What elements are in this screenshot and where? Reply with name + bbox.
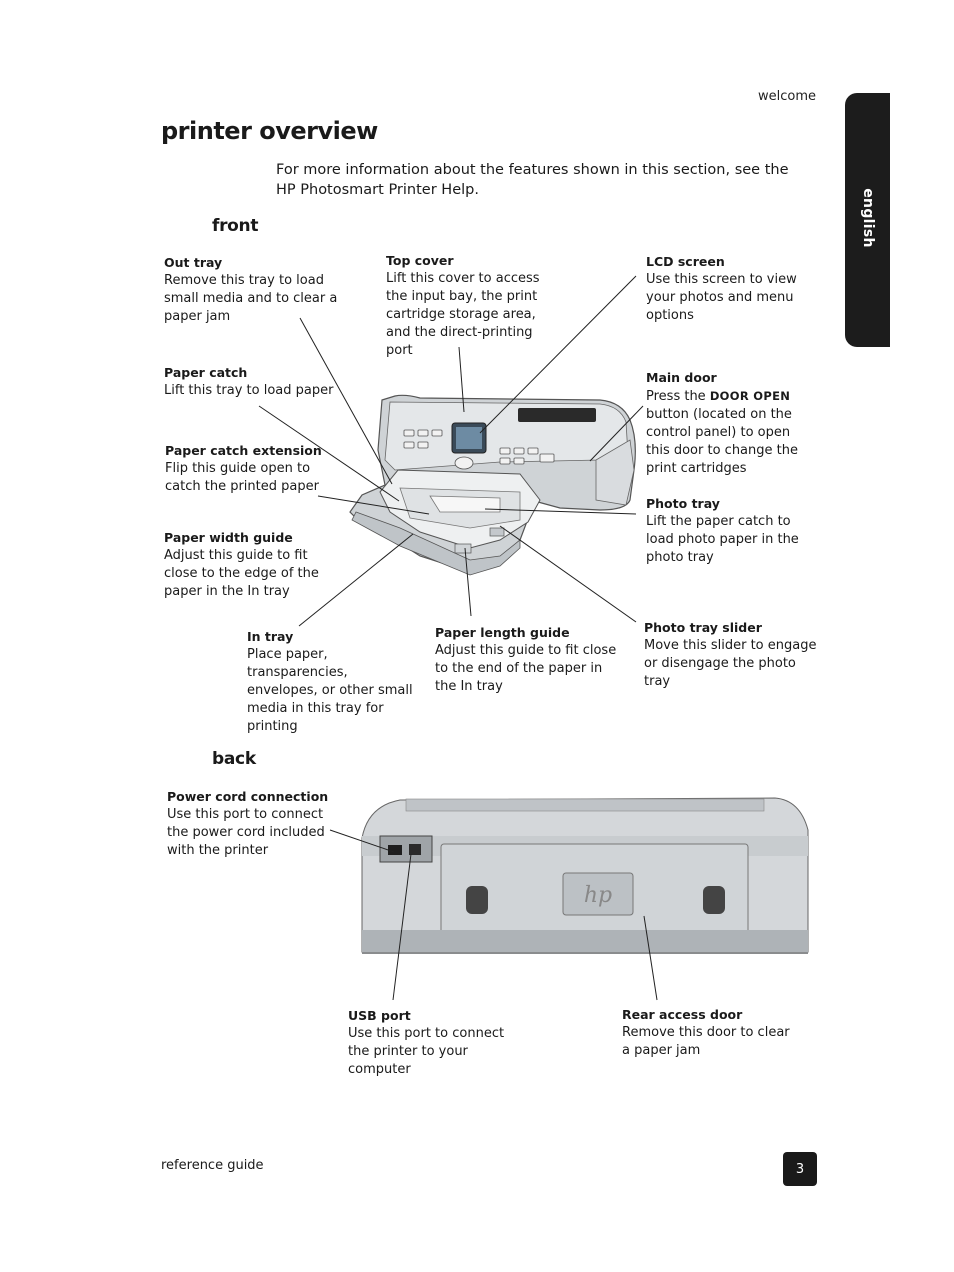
svg-text:hp: hp bbox=[584, 883, 612, 908]
callout-text: Use this port to connect the printer to … bbox=[348, 1026, 505, 1077]
page-title: printer overview bbox=[161, 117, 378, 145]
callout-text-before: Press the bbox=[646, 389, 710, 404]
callout-text: Flip this guide open to catch the printe… bbox=[165, 461, 319, 494]
callout-photo-tray-slider: Photo tray slider Move this slider to en… bbox=[644, 619, 824, 691]
callout-text: Lift the paper catch to load photo paper… bbox=[646, 514, 799, 565]
callout-title: Top cover bbox=[386, 253, 454, 268]
callout-title: Out tray bbox=[164, 255, 223, 270]
intro-text: For more information about the features … bbox=[276, 162, 789, 198]
callout-text: Remove this door to clear a paper jam bbox=[622, 1025, 790, 1058]
callout-paper-length-guide: Paper length guide Adjust this guide to … bbox=[435, 624, 620, 696]
callout-title: Photo tray slider bbox=[644, 620, 762, 635]
callout-text: Lift this cover to access the input bay,… bbox=[386, 271, 540, 358]
callout-title: USB port bbox=[348, 1008, 411, 1023]
callout-title: Paper catch bbox=[164, 365, 248, 380]
callout-in-tray: In tray Place paper, transparencies, env… bbox=[247, 628, 417, 736]
callout-text: Place paper, transparencies, envelopes, … bbox=[247, 647, 413, 734]
printer-back-image: hp bbox=[361, 797, 809, 954]
callout-paper-catch-extension: Paper catch extension Flip this guide op… bbox=[165, 442, 340, 496]
callout-title: Photo tray bbox=[646, 496, 720, 511]
printer-front-image bbox=[349, 394, 636, 576]
callout-title: LCD screen bbox=[646, 254, 725, 269]
callout-title: Power cord connection bbox=[167, 789, 329, 804]
door-open-button-name: Door Open bbox=[709, 389, 791, 403]
page-number: 3 bbox=[783, 1152, 817, 1186]
callout-title: Paper length guide bbox=[435, 625, 570, 640]
language-tab: english bbox=[845, 93, 890, 347]
callout-text: Adjust this guide to fit close to the ed… bbox=[164, 548, 319, 599]
callout-top-cover: Top cover Lift this cover to access the … bbox=[386, 252, 561, 360]
leader-lines bbox=[258, 275, 658, 1001]
footer-text: reference guide bbox=[161, 1158, 264, 1173]
callout-paper-width-guide: Paper width guide Adjust this guide to f… bbox=[164, 529, 334, 601]
callout-text: Use this screen to view your photos and … bbox=[646, 272, 797, 323]
back-heading: back bbox=[212, 749, 256, 769]
running-header: welcome bbox=[757, 89, 816, 104]
callout-text: Adjust this guide to fit close to the en… bbox=[435, 643, 617, 694]
callout-text: Move this slider to engage or disengage … bbox=[644, 638, 817, 689]
callout-rear-access-door: Rear access door Remove this door to cle… bbox=[622, 1006, 797, 1060]
callout-title: Main door bbox=[646, 370, 717, 385]
callout-main-door: Main door Press the Door Open button (lo… bbox=[646, 369, 816, 478]
callout-title: Paper width guide bbox=[164, 530, 293, 545]
callout-power-cord: Power cord connection Use this port to c… bbox=[167, 788, 335, 860]
callout-text: Lift this tray to load paper bbox=[164, 383, 334, 398]
callout-title: Rear access door bbox=[622, 1007, 743, 1022]
callout-text: Remove this tray to load small media and… bbox=[164, 273, 338, 324]
callout-text: Use this port to connect the power cord … bbox=[167, 807, 325, 858]
callout-paper-catch: Paper catch Lift this tray to load paper bbox=[164, 364, 339, 400]
callout-title: Paper catch extension bbox=[165, 443, 322, 458]
callout-title: In tray bbox=[247, 629, 294, 644]
callout-lcd-screen: LCD screen Use this screen to view your … bbox=[646, 253, 821, 325]
callout-photo-tray: Photo tray Lift the paper catch to load … bbox=[646, 495, 818, 567]
callout-out-tray: Out tray Remove this tray to load small … bbox=[164, 254, 339, 326]
front-heading: front bbox=[212, 216, 259, 236]
callout-text-after: button (located on the control panel) to… bbox=[646, 407, 798, 476]
callout-usb-port: USB port Use this port to connect the pr… bbox=[348, 1007, 528, 1079]
